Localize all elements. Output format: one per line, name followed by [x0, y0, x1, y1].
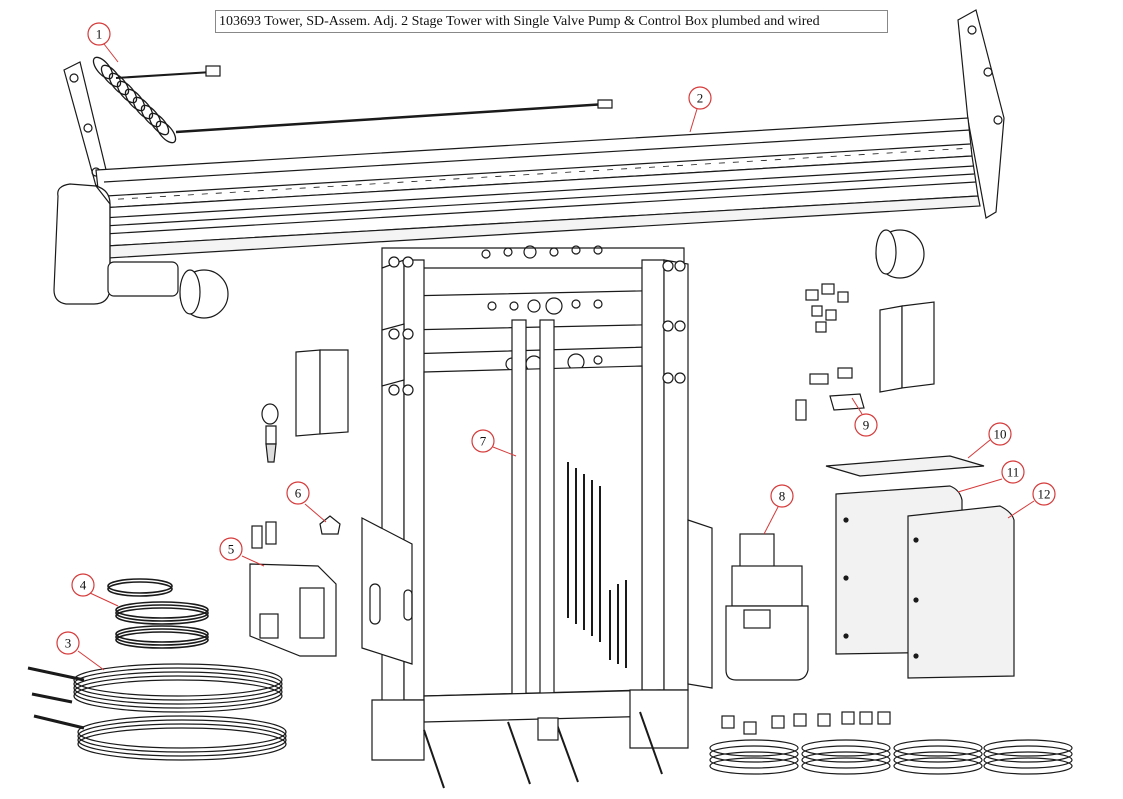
callout-10: 10 — [988, 422, 1012, 446]
callout-4: 4 — [71, 573, 95, 597]
coiled-cable — [92, 56, 221, 144]
small-hose-coils — [107, 578, 209, 649]
callout-12: 12 — [1032, 482, 1056, 506]
instruction-card-left — [295, 349, 349, 437]
callout-number: 3 — [65, 636, 72, 651]
callout-number: 4 — [80, 578, 87, 593]
tower-frame — [361, 245, 713, 789]
drawing-title: 103693 Tower, SD-Assem. Adj. 2 Stage Tow… — [215, 10, 888, 33]
callout-8: 8 — [770, 484, 794, 508]
callout-number: 1 — [96, 27, 103, 42]
valve-connector — [319, 515, 341, 535]
callout-number: 5 — [228, 542, 235, 557]
callout-number: 9 — [863, 418, 870, 433]
cover-plate — [825, 455, 985, 477]
callout-9: 9 — [854, 413, 878, 437]
callout-1: 1 — [87, 22, 111, 46]
top-rail-assembly — [53, 9, 1005, 319]
cable-ties — [567, 462, 627, 668]
key-fob — [261, 403, 279, 463]
large-hose-coils — [27, 663, 287, 761]
callout-2: 2 — [688, 86, 712, 110]
callout-number: 10 — [994, 427, 1007, 442]
callout-7: 7 — [471, 429, 495, 453]
callout-5: 5 — [219, 537, 243, 561]
single-valve-pump — [725, 533, 809, 681]
callout-number: 11 — [1007, 465, 1020, 480]
callout-6: 6 — [286, 481, 310, 505]
side-panel-front — [907, 505, 1015, 679]
control-box — [249, 521, 337, 657]
callout-number: 7 — [480, 434, 487, 449]
elbow-fittings — [721, 711, 891, 735]
callout-number: 6 — [295, 486, 302, 501]
callout-number: 8 — [779, 489, 786, 504]
fitting-kit — [795, 283, 865, 421]
callout-3: 3 — [56, 631, 80, 655]
callout-leaders — [77, 43, 1035, 671]
callout-number: 12 — [1038, 487, 1051, 502]
callout-number: 2 — [697, 91, 704, 106]
callout-11: 11 — [1001, 460, 1025, 484]
hose-coils-bottom — [709, 739, 1073, 775]
instruction-card-right — [879, 301, 935, 393]
